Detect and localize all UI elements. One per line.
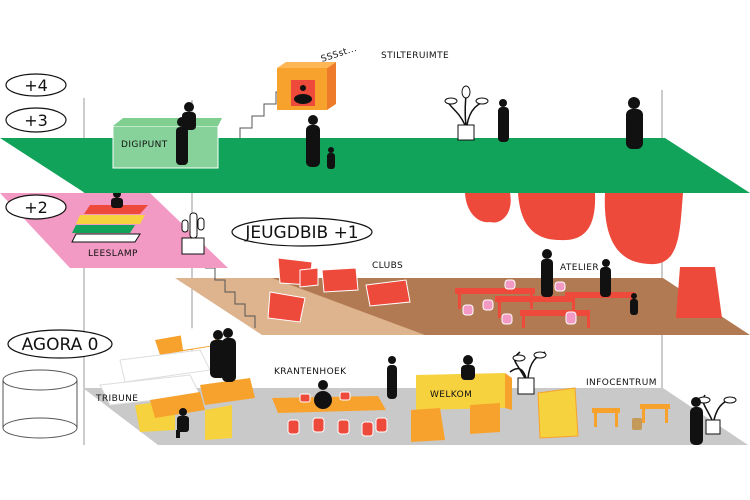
- person-icon: [314, 380, 332, 409]
- leeslamp-label: LEESLAMP: [88, 249, 138, 259]
- person-icon: [541, 249, 553, 297]
- krantenhoek-label: KRANTENHOEK: [274, 367, 347, 377]
- clubs-armchairs: [267, 257, 411, 323]
- person-icon: [461, 355, 475, 380]
- person-icon: [306, 115, 335, 169]
- info-signboard: [537, 387, 579, 439]
- infocentrum-label: INFOCENTRUM: [586, 378, 657, 388]
- svg-text:+4: +4: [24, 76, 48, 95]
- plant-icon: [444, 85, 489, 141]
- person-icon: [626, 97, 643, 149]
- easel-board: [676, 267, 722, 318]
- jeugdbib-pill: JEUGDBIB +1: [231, 217, 373, 247]
- svg-text:JEUGDBIB +1: JEUGDBIB +1: [244, 223, 358, 243]
- krantenhoek-stools: [287, 391, 388, 437]
- person-icon: [176, 117, 188, 165]
- svg-text:+2: +2: [24, 198, 48, 217]
- welkom-desk: [411, 373, 512, 442]
- level-pill-f4: +4: [5, 73, 67, 97]
- curtains: [465, 193, 683, 265]
- person-icon: [690, 397, 703, 445]
- atelier-tables: [455, 288, 635, 328]
- person-icon: [176, 408, 189, 438]
- book-stack: [71, 205, 148, 243]
- meditating-person-icon: [294, 85, 312, 104]
- atelier-label: ATELIER: [560, 263, 599, 273]
- stairs: [225, 91, 286, 141]
- plant-icon: [509, 351, 547, 395]
- tribune-steps: [99, 325, 255, 440]
- person-icon: [630, 293, 638, 315]
- person-icon: [498, 99, 509, 142]
- cactus-icon: [181, 212, 205, 255]
- person-icon: [600, 259, 611, 297]
- clubs-label: CLUBS: [372, 261, 403, 271]
- plant-icon: [697, 394, 737, 435]
- info-tables: [592, 404, 670, 430]
- level-pill-f3: +3: [5, 107, 67, 133]
- svg-text:+3: +3: [24, 111, 48, 130]
- person-icon: [210, 328, 236, 382]
- glass-cylinder: [2, 369, 78, 439]
- sssst-label: SSSst...: [320, 44, 358, 65]
- digipunt-label: DIGIPUNT: [121, 140, 168, 150]
- svg-text:AGORA 0: AGORA 0: [22, 335, 99, 355]
- person-icon: [387, 356, 397, 399]
- stilteruimte-label: STILTERUIMTE: [381, 51, 449, 61]
- welkom-label: WELKOM: [430, 390, 472, 400]
- atelier-stools: [462, 279, 577, 325]
- tribune-label: TRIBUNE: [95, 394, 138, 404]
- stairs: [205, 267, 256, 328]
- agora-pill: AGORA 0: [7, 329, 113, 359]
- level-pill-f2: +2: [5, 194, 67, 220]
